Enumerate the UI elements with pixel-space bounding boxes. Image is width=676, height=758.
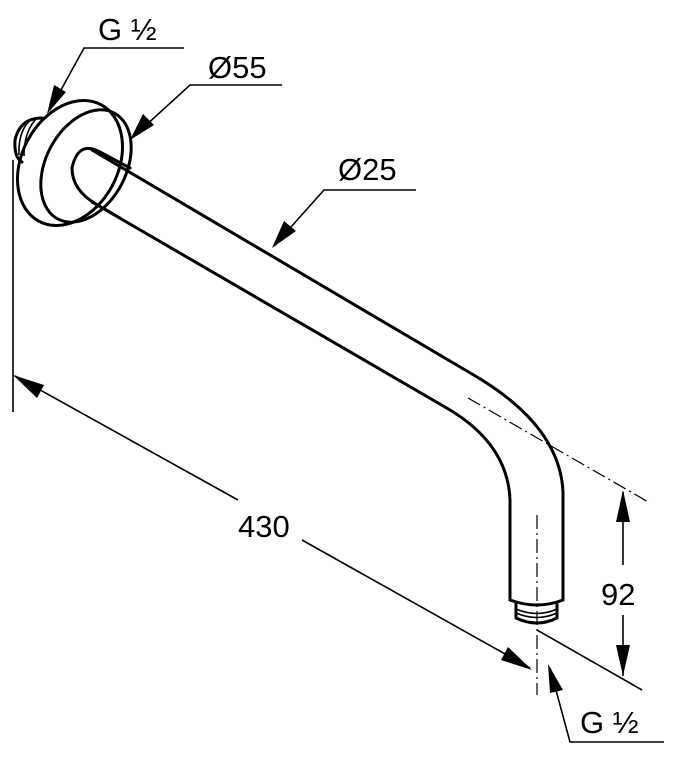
top-thread-nipple — [13, 116, 44, 164]
flange-diameter-label: Ø55 — [208, 50, 267, 85]
drop-height-dimension — [616, 490, 630, 676]
flange-diameter-leader — [130, 84, 282, 140]
drop-height-label: 92 — [601, 577, 635, 612]
wall-flange — [15, 99, 133, 227]
thread-top-label: G ½ — [98, 12, 157, 47]
thread-top-leader — [47, 47, 184, 114]
shower-arm-pipe — [90, 148, 565, 607]
length-dimension — [13, 375, 532, 670]
pipe-diameter-label: Ø25 — [338, 152, 397, 187]
pipe-diameter-leader — [272, 189, 416, 248]
slanted-center-line — [467, 397, 651, 504]
thread-bottom-label: G ½ — [580, 705, 639, 740]
bottom-extension-line — [536, 629, 643, 691]
thread-bottom-leader — [548, 664, 664, 743]
length-label: 430 — [238, 509, 290, 544]
